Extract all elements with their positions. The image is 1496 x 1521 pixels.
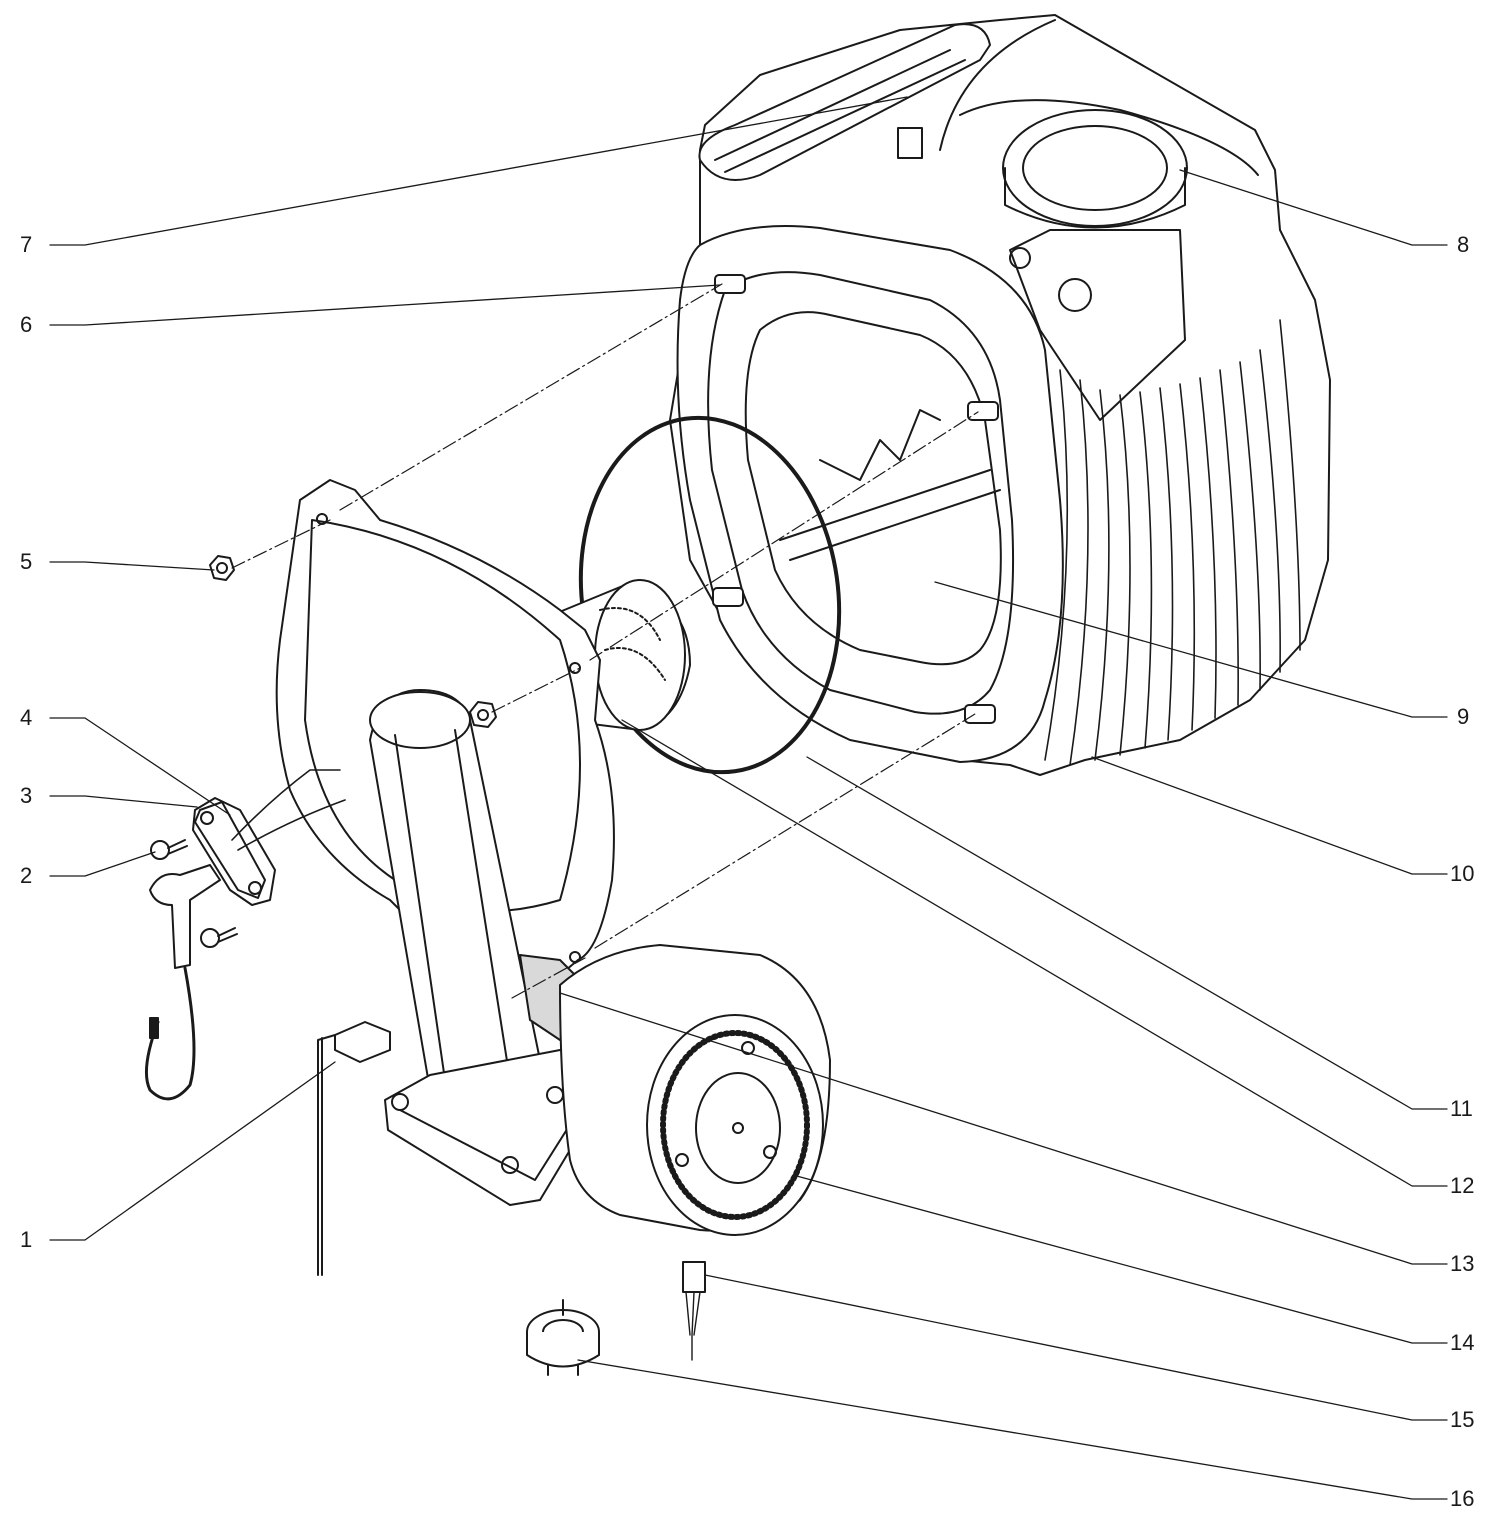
callout-5: 5 [20, 549, 33, 574]
stud-top-left [714, 274, 746, 294]
callout-4: 4 [20, 705, 33, 730]
stud-right-upper [967, 401, 999, 421]
leader-lines [49, 96, 1448, 1500]
grommet [526, 1299, 600, 1376]
top-clip-inner [714, 49, 966, 173]
mounting-bracket [1009, 229, 1186, 421]
callout-6: 6 [20, 312, 33, 337]
flue-collar [1004, 167, 1186, 229]
callout-16: 16 [1450, 1486, 1475, 1511]
alignment-lines [231, 283, 979, 999]
front-plate-inner [304, 519, 581, 913]
plate-hole [569, 951, 581, 963]
ignition-cable-loop [144, 966, 196, 1101]
electrode-assembly [144, 769, 346, 1101]
burner-tube-inside [779, 409, 1001, 561]
flue-ring-inner [1022, 125, 1168, 211]
fan-hub [695, 1072, 781, 1184]
heat-exchanger [669, 14, 1331, 776]
stud-left-lower [712, 587, 744, 607]
front-flange [676, 225, 1064, 763]
callout-3: 3 [20, 783, 33, 808]
cable-terminal [149, 1017, 159, 1039]
pipe-bolt [391, 1093, 409, 1111]
callout-12: 12 [1450, 1173, 1475, 1198]
combustion-opening [744, 311, 1002, 666]
bracket-hole [1009, 247, 1031, 269]
nut-5 [209, 555, 235, 581]
callout-9: 9 [1457, 704, 1470, 729]
electrode-hole [200, 811, 214, 825]
pipe-bolt [501, 1156, 519, 1174]
fan-screw [763, 1145, 777, 1159]
top-cover [939, 19, 1259, 176]
callout-1: 1 [20, 1227, 33, 1252]
callout-8: 8 [1457, 232, 1470, 257]
electrode-plate [194, 801, 266, 899]
temperature-sensor [317, 1021, 391, 1276]
top-clip [698, 23, 991, 181]
bracket-hole [1058, 278, 1092, 312]
callout-14: 14 [1450, 1330, 1475, 1355]
callout-15: 15 [1450, 1407, 1475, 1432]
cable-connector [682, 1261, 706, 1361]
flange-inner-ring [707, 271, 1015, 715]
electrode-wires [231, 769, 346, 851]
air-intake-pipe [369, 689, 613, 1206]
stud-right-lower [964, 704, 996, 724]
screw-2-upper [150, 839, 188, 860]
fan-grille [660, 1030, 810, 1220]
nut-plate-middle [469, 701, 497, 728]
callout-13: 13 [1450, 1251, 1475, 1276]
callout-2: 2 [20, 863, 33, 888]
connector-block [897, 127, 923, 159]
ignition-cable [149, 864, 221, 969]
callout-11: 11 [1450, 1096, 1473, 1121]
electrode-hole [248, 881, 262, 895]
fan-screw [741, 1041, 755, 1055]
fan-assembly [519, 944, 831, 1236]
fan-screw [675, 1153, 689, 1167]
screw-2-lower [200, 927, 238, 948]
flue-ring-outer [1002, 109, 1188, 227]
callout-7: 7 [20, 232, 33, 257]
fan-center [732, 1122, 744, 1134]
callout-10: 10 [1450, 861, 1475, 886]
heat-exchanger-fins [1044, 319, 1301, 766]
